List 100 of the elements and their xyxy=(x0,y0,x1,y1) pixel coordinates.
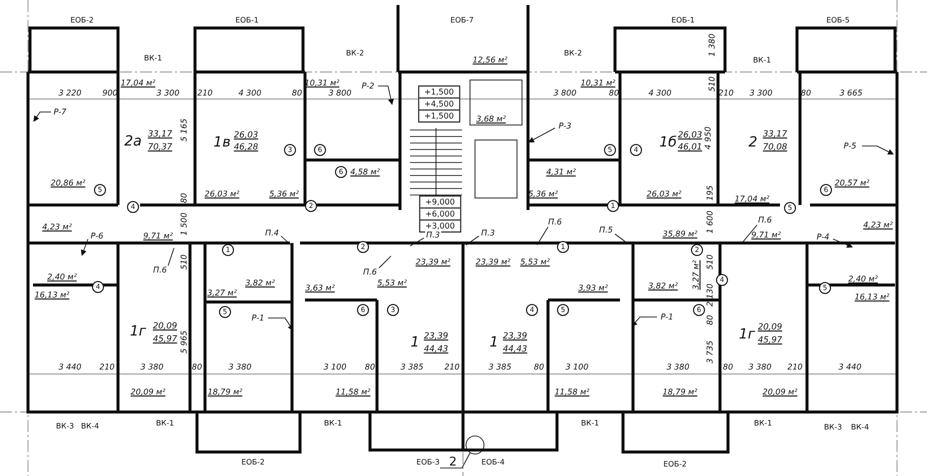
dimension-label: 80 xyxy=(722,362,734,372)
dimension-label: 2 130 xyxy=(706,284,714,306)
dimension-label: 3 380 xyxy=(140,362,164,372)
leader-label: П.4 xyxy=(264,228,280,238)
dimension-label: 80 xyxy=(534,362,544,372)
dimension-label: 195 xyxy=(706,185,714,201)
leader-label: Р-6 xyxy=(90,232,104,240)
dimension-label: 3 440 xyxy=(58,362,82,372)
room-area: 26,03 м² xyxy=(646,190,682,198)
room-area: 16,13 м² xyxy=(854,292,890,302)
apartment-area: 33,17 xyxy=(762,130,788,140)
room-area: 17,04 м² xyxy=(120,78,156,88)
elevation-mark: +4,500 xyxy=(419,98,459,110)
leader-label: П.6 xyxy=(152,266,168,274)
apartment-area: 26,03 xyxy=(678,132,702,140)
apartment-number: 1в xyxy=(213,136,231,150)
leader-label: Р-3 xyxy=(558,122,572,130)
leader-label: П.3 xyxy=(480,228,496,238)
leader-line xyxy=(378,86,394,105)
leader-label: П.6 xyxy=(547,218,563,226)
leader-label: П.6 xyxy=(362,268,378,276)
room-area: 23,39 м² xyxy=(416,258,450,266)
leader-label: Р-7 xyxy=(52,108,68,116)
leader-line xyxy=(410,238,424,246)
leader-label: Р-1 xyxy=(250,314,266,322)
room-area: 3,93 м² xyxy=(578,284,608,292)
apartment-number: 1г xyxy=(738,328,756,342)
leader-line xyxy=(33,112,52,122)
leader-label: Р-5 xyxy=(842,142,858,150)
room-area: 4,58 м² xyxy=(350,168,380,176)
leader-line xyxy=(168,248,174,266)
apartment-area: 45,97 xyxy=(758,336,782,346)
leader-line xyxy=(742,224,758,244)
leader-label: Р-4 xyxy=(816,232,830,242)
room-area: 10,31 м² xyxy=(580,78,616,88)
room-area: 26,03 м² xyxy=(204,190,240,198)
room-area: 4,31 м² xyxy=(546,168,576,176)
apartment-area: 44,43 xyxy=(502,346,528,354)
leader-line xyxy=(280,236,292,246)
apartment-area: 23,39 xyxy=(502,332,528,342)
dimension-label: 210 xyxy=(718,88,734,98)
dimension-label: 1 500 xyxy=(180,212,188,236)
axis-number: 2 xyxy=(449,456,457,468)
room-area: 11,58 м² xyxy=(336,388,370,396)
room-area: 2,40 м² xyxy=(47,272,77,282)
dimension-label: 80 xyxy=(192,362,202,372)
leader-line xyxy=(528,128,556,142)
apartment-number: 1 xyxy=(490,336,498,350)
apartment-number: 1б xyxy=(659,136,677,150)
elevation-table xyxy=(418,86,460,122)
leader-line xyxy=(378,256,392,268)
leader-label: П.3 xyxy=(425,230,441,240)
leader-line xyxy=(536,226,548,246)
room-area: 3,27 м² xyxy=(207,288,237,298)
leader-label: Р-1 xyxy=(660,312,674,322)
room-area: 20,09 м² xyxy=(762,388,798,396)
apartment-area: 20,09 xyxy=(758,324,782,332)
apartment-number: 2 xyxy=(748,136,758,150)
room-area: 12,56 м² xyxy=(472,56,508,64)
elevation-mark: +1,500 xyxy=(423,86,455,98)
dimension-label: 80 xyxy=(608,88,620,98)
room-area: 18,79 м² xyxy=(662,388,698,396)
room-area: 3,82 м² xyxy=(648,282,678,290)
leader-label: П.5 xyxy=(598,226,614,234)
dimension-label: 3 380 xyxy=(748,362,772,372)
room-area: 23,39 м² xyxy=(476,258,510,266)
dimension-label: 210 xyxy=(197,88,213,98)
elevation-table xyxy=(419,196,461,232)
apartment-area: 23,39 xyxy=(424,332,448,342)
apartment-area: 26,03 xyxy=(234,132,258,140)
apartment-area: 70,08 xyxy=(762,144,788,152)
room-area: 5,36 м² xyxy=(528,190,558,198)
leader-line xyxy=(614,234,628,244)
elevation-mark: +9,000 xyxy=(424,196,456,208)
dimension-label: 3 735 xyxy=(706,340,714,364)
room-area: 35,89 м² xyxy=(662,230,698,238)
apartment-number: 2а xyxy=(124,134,142,150)
dimension-label: 4 300 xyxy=(648,88,672,98)
dimension-label: 3 380 xyxy=(666,362,690,372)
elevation-mark: +6,000 xyxy=(420,208,460,220)
dimension-label: 80 xyxy=(180,192,188,204)
apartment-area: 20,09 xyxy=(152,322,178,332)
dimension-label: 510 xyxy=(180,254,188,270)
leader-line xyxy=(862,146,894,154)
dimension-label: 3 665 xyxy=(840,88,862,98)
room-area: 11,58 м² xyxy=(554,388,590,396)
room-area: 3,27 м² xyxy=(692,260,700,290)
leader-line xyxy=(631,316,658,327)
dimension-label: 210 xyxy=(444,362,460,372)
dimension-label: 510 xyxy=(706,254,714,270)
dimension-label: 4 950 xyxy=(704,126,712,150)
apartment-area: 70,37 xyxy=(148,144,172,152)
room-area: 3,63 м² xyxy=(305,284,335,292)
dimension-label: 3 800 xyxy=(328,88,352,98)
room-area: 4,23 м² xyxy=(863,220,893,230)
room-area: 2,40 м² xyxy=(848,274,878,284)
room-area: 3,68 м² xyxy=(476,114,506,124)
apartment-area: 33,17 xyxy=(148,130,172,140)
room-area: 9,71 м² xyxy=(751,230,781,240)
dimension-label: 3 100 xyxy=(566,362,588,372)
